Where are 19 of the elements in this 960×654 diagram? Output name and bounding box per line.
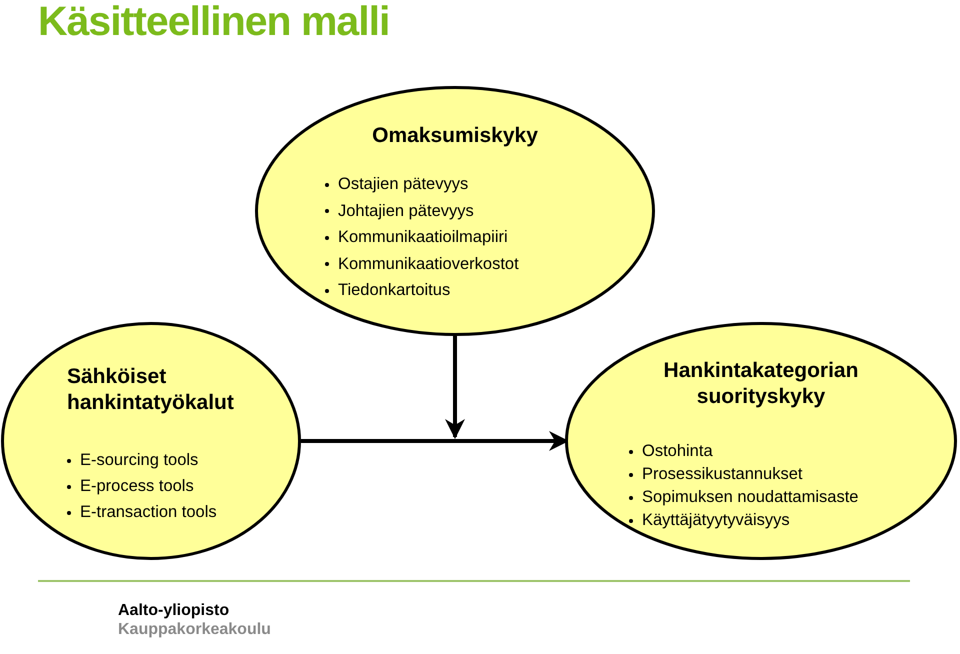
bullet-item: Käyttäjätyytyväisyys [629, 509, 790, 532]
bullet-item: Tiedonkartoitus [325, 277, 450, 304]
bullet-item: E-sourcing tools [67, 447, 198, 473]
footer-text: Aalto-yliopisto [118, 602, 230, 620]
bullet-item: Kommunikaatioilmapiiri [325, 224, 508, 250]
bullet-item: Ostohinta [629, 440, 713, 463]
bullet-item: Ostajien pätevyys [325, 171, 468, 198]
node-heading: Hankintakategorian suorityskyky [662, 358, 860, 410]
title: Käsitteellinen malli [38, 0, 390, 45]
node-heading: Sähköiset hankintatyökalut [67, 364, 235, 416]
bullet-item: Sopimuksen noudattamisaste [629, 486, 858, 509]
footer-text: Kauppakorkeakoulu [118, 621, 271, 639]
bullet-item: E-transaction tools [67, 499, 217, 525]
bullet-item: Kommunikaatioverkostot [325, 250, 519, 277]
bullet-item: Prosessikustannukset [629, 463, 802, 486]
arrow [445, 336, 465, 439]
node-heading: Omaksumiskyky [371, 123, 539, 149]
bullet-item: E-process tools [67, 473, 194, 499]
bullet-item: Johtajien pätevyys [325, 198, 474, 224]
